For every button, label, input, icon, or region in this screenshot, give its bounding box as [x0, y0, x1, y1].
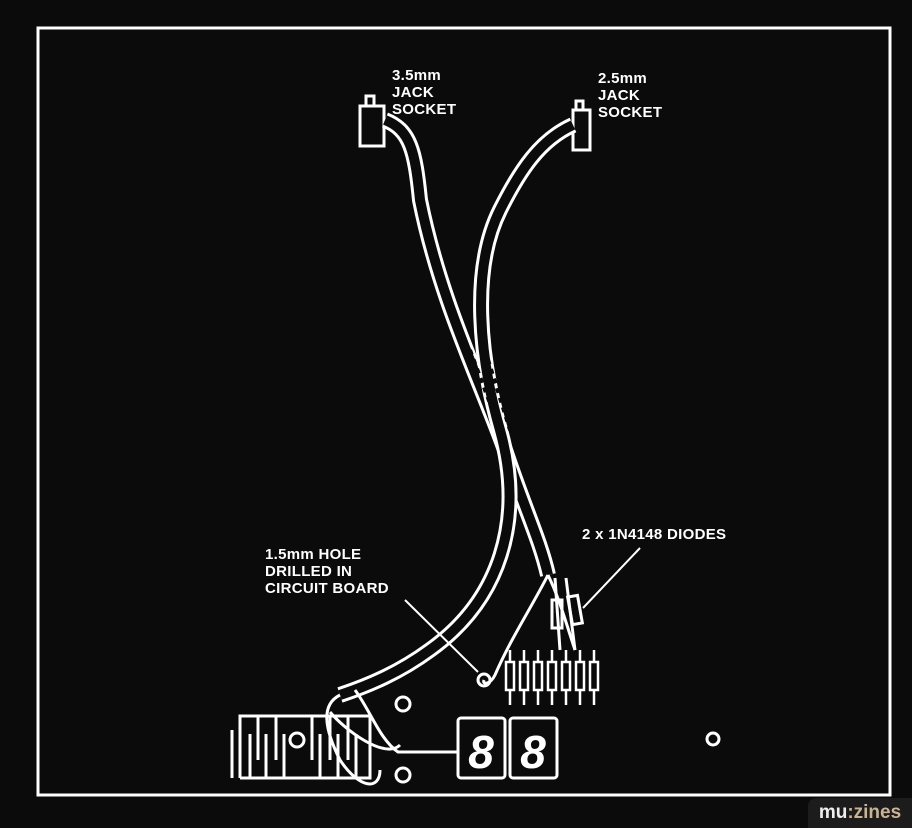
label-hole: 1.5mm HOLE DRILLED IN CIRCUIT BOARD — [265, 546, 389, 597]
mounting-hole — [394, 766, 412, 784]
label-line: SOCKET — [598, 104, 663, 121]
resistor-icon — [532, 660, 544, 692]
resistor-icon — [546, 660, 558, 692]
hole-pointer — [404, 599, 479, 673]
cable-25 — [337, 117, 577, 703]
digit-2: 8 — [520, 726, 546, 778]
label-line: SOCKET — [392, 101, 457, 118]
label-line: DRILLED IN — [265, 563, 353, 580]
label-line: JACK — [392, 84, 435, 101]
jack-socket-25-icon — [571, 99, 592, 152]
jack-socket-35-icon — [358, 94, 386, 148]
label-2-5mm-jack: 2.5mm JACK SOCKET — [598, 70, 662, 121]
cable-35 — [381, 112, 556, 577]
digit-1: 8 — [468, 726, 494, 778]
diode-1-icon — [550, 577, 585, 651]
label-line: JACK — [598, 87, 641, 104]
digit-box-2 — [508, 716, 559, 780]
label-3-5mm-jack: 3.5mm JACK SOCKET — [392, 67, 456, 118]
edge-connector — [230, 714, 372, 780]
label-diodes: 2 x 1N4148 DIODES — [582, 526, 727, 543]
resistor-icon — [504, 660, 516, 692]
drilled-hole — [476, 672, 492, 688]
label-line: 1.5mm HOLE — [265, 546, 362, 563]
resistor-array — [504, 650, 600, 705]
frame-border — [36, 26, 892, 797]
resistor-icon — [574, 660, 586, 692]
label-line: 2.5mm — [598, 70, 648, 87]
resistor-icon — [588, 660, 600, 692]
watermark-part1: mu — [818, 802, 848, 823]
label-line: CIRCUIT BOARD — [265, 580, 389, 597]
mounting-hole — [394, 695, 412, 713]
watermark-logo: mu:zines — [808, 798, 912, 828]
resistor-icon — [560, 660, 572, 692]
watermark-part2: :zines — [847, 802, 902, 823]
mounting-hole — [705, 731, 721, 747]
diode-pointer — [582, 547, 641, 609]
cable-shield-dashes — [468, 349, 512, 431]
digit-box-1 — [456, 716, 507, 780]
label-line: 3.5mm — [392, 67, 442, 84]
resistor-icon — [518, 660, 530, 692]
